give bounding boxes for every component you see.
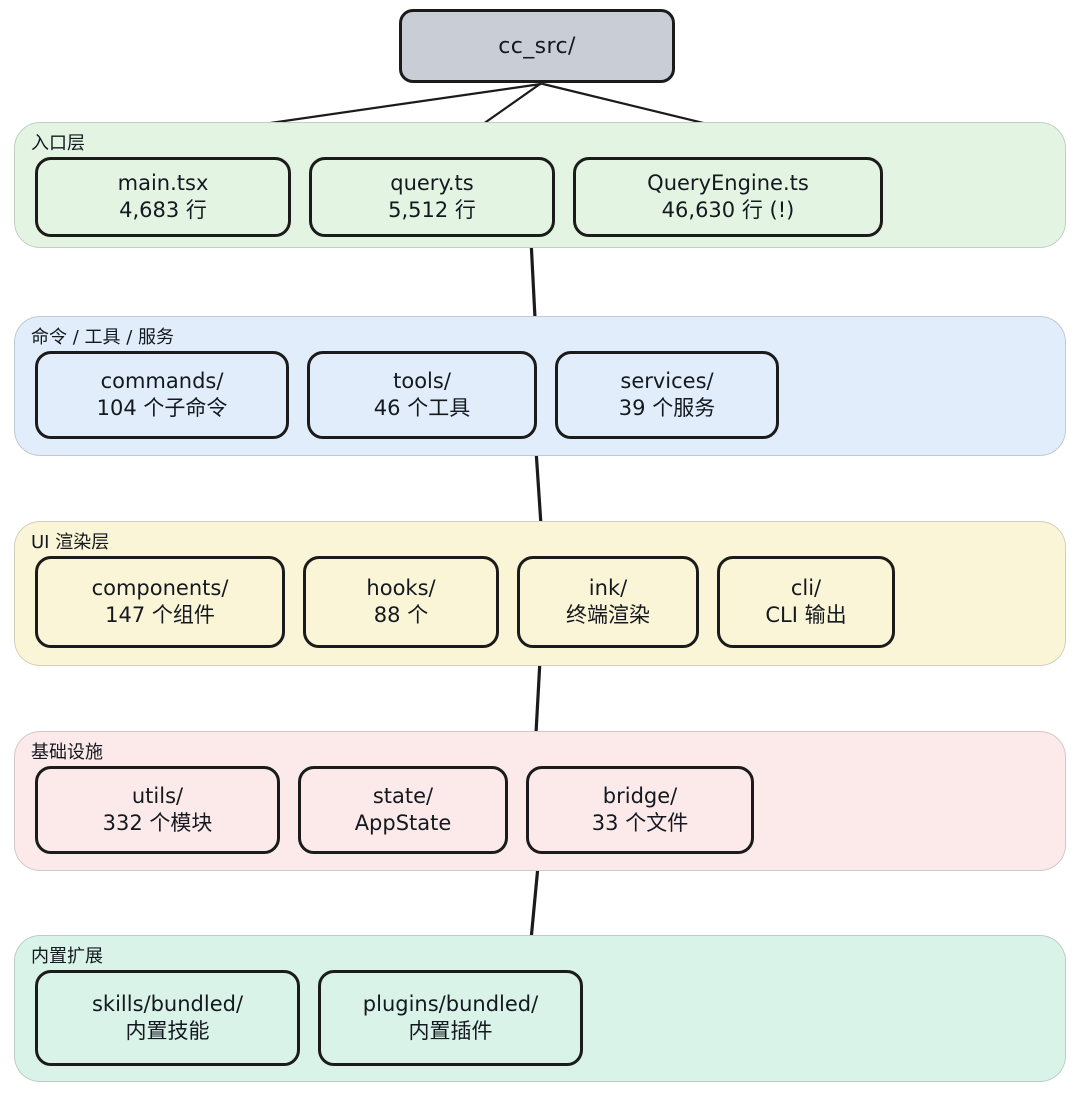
node-main-tsx[interactable]: main.tsx 4,683 行 [35, 157, 291, 237]
layer-entry-nodes: main.tsx 4,683 行 query.ts 5,512 行 QueryE… [35, 157, 1045, 237]
layer-builtin-extensions-title: 内置扩展 [31, 946, 103, 967]
layer-builtin-extensions: 内置扩展 skills/bundled/ 内置技能 plugins/bundle… [14, 935, 1066, 1082]
node-bridge[interactable]: bridge/ 33 个文件 [526, 766, 754, 854]
node-hooks[interactable]: hooks/ 88 个 [303, 556, 499, 648]
node-title: main.tsx [117, 170, 209, 195]
node-utils[interactable]: utils/ 332 个模块 [35, 766, 280, 854]
node-title: cli/ [790, 575, 822, 600]
node-queryengine-ts[interactable]: QueryEngine.ts 46,630 行 (!) [573, 157, 883, 237]
node-subtitle: 终端渲染 [566, 603, 650, 627]
layer-commands-nodes: commands/ 104 个子命令 tools/ 46 个工具 service… [35, 351, 1045, 439]
node-services[interactable]: services/ 39 个服务 [555, 351, 779, 439]
node-state[interactable]: state/ AppState [298, 766, 508, 854]
node-subtitle: 46 个工具 [373, 396, 471, 420]
node-tools[interactable]: tools/ 46 个工具 [307, 351, 537, 439]
node-title: bridge/ [602, 783, 678, 808]
node-ink[interactable]: ink/ 终端渲染 [517, 556, 699, 648]
node-title: services/ [620, 368, 714, 393]
edge-entry-to-commands [529, 238, 537, 320]
layer-infrastructure-nodes: utils/ 332 个模块 state/ AppState bridge/ 3… [35, 766, 1045, 854]
node-title: tools/ [393, 368, 451, 393]
layer-commands-title: 命令 / 工具 / 服务 [31, 327, 175, 348]
node-title: utils/ [131, 783, 184, 808]
node-title: query.ts [390, 170, 474, 195]
node-title: components/ [91, 575, 229, 600]
root-node-label: cc_src/ [498, 33, 576, 59]
node-skills-bundled[interactable]: skills/bundled/ 内置技能 [35, 970, 300, 1066]
node-cli[interactable]: cli/ CLI 输出 [717, 556, 895, 648]
node-query-ts[interactable]: query.ts 5,512 行 [309, 157, 555, 237]
layer-ui-render-title: UI 渲染层 [31, 532, 110, 553]
layer-commands: 命令 / 工具 / 服务 commands/ 104 个子命令 tools/ 4… [14, 316, 1066, 456]
layer-entry: 入口层 main.tsx 4,683 行 query.ts 5,512 行 Qu… [14, 122, 1066, 248]
node-subtitle: 332 个模块 [102, 811, 213, 835]
node-subtitle: 147 个组件 [105, 603, 215, 627]
node-subtitle: CLI 输出 [765, 603, 847, 627]
node-title: QueryEngine.ts [647, 170, 809, 195]
node-title: state/ [372, 783, 434, 808]
node-components[interactable]: components/ 147 个组件 [35, 556, 285, 648]
node-subtitle: 46,630 行 (!) [661, 198, 795, 222]
edge-commands-to-ui [534, 448, 543, 527]
node-commands[interactable]: commands/ 104 个子命令 [35, 351, 289, 439]
node-subtitle: 4,683 行 [119, 198, 207, 222]
node-title: plugins/bundled/ [362, 991, 539, 1016]
node-title: hooks/ [366, 575, 436, 600]
node-title: ink/ [588, 575, 628, 600]
node-subtitle: 5,512 行 [388, 198, 476, 222]
edge-ui-to-infra [534, 658, 542, 735]
edge-infra-to-ext [529, 864, 540, 942]
layer-entry-title: 入口层 [31, 133, 85, 154]
node-title: commands/ [100, 368, 224, 393]
node-subtitle: 104 个子命令 [96, 396, 228, 420]
node-subtitle: 内置技能 [125, 1019, 210, 1043]
layer-builtin-extensions-nodes: skills/bundled/ 内置技能 plugins/bundled/ 内置… [35, 970, 1045, 1066]
node-subtitle: 内置插件 [408, 1019, 493, 1043]
layer-infrastructure-title: 基础设施 [31, 742, 103, 763]
root-node-cc-src[interactable]: cc_src/ [399, 9, 675, 83]
layer-ui-render: UI 渲染层 components/ 147 个组件 hooks/ 88 个 i… [14, 521, 1066, 666]
node-subtitle: AppState [354, 811, 452, 835]
node-title: skills/bundled/ [91, 991, 244, 1016]
node-subtitle: 88 个 [373, 603, 429, 627]
layer-ui-render-nodes: components/ 147 个组件 hooks/ 88 个 ink/ 终端渲… [35, 556, 1045, 648]
layer-infrastructure: 基础设施 utils/ 332 个模块 state/ AppState brid… [14, 731, 1066, 871]
node-subtitle: 39 个服务 [618, 396, 716, 420]
node-plugins-bundled[interactable]: plugins/bundled/ 内置插件 [318, 970, 583, 1066]
node-subtitle: 33 个文件 [591, 811, 689, 835]
